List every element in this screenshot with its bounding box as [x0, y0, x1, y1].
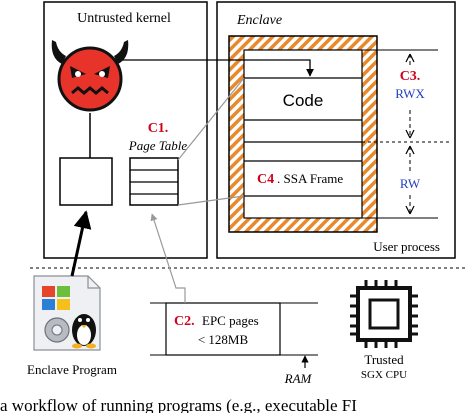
windows-logo-icon	[42, 286, 70, 310]
c3-tag: C3.	[400, 69, 421, 84]
epc-box	[165, 302, 281, 356]
pagetable-link-upper	[177, 77, 245, 161]
linux-penguin-icon	[72, 314, 96, 349]
untrusted-process-box	[59, 157, 113, 206]
epc-label: EPC pages	[202, 313, 259, 328]
c1-tag: C1.	[148, 121, 169, 136]
rw-label: RW	[400, 176, 421, 191]
c2-tag: C2.	[174, 314, 195, 329]
rwx-label: RWX	[395, 86, 425, 101]
pagetable-link-lower	[177, 195, 245, 206]
figure-caption: a workflow of running programs (e.g., ex…	[0, 396, 357, 413]
epc-to-pagetable-arrow	[150, 213, 186, 303]
page-table-icon	[129, 157, 179, 206]
untrusted-kernel-box: Untrusted kernel	[43, 1, 208, 259]
enclave-title: Enclave	[236, 13, 282, 28]
c4-tag: C4	[257, 172, 274, 187]
enclave-memory-inner	[243, 49, 363, 219]
sgx-cpu-label: SGX CPU	[361, 369, 407, 381]
cpu-chip-icon	[350, 280, 418, 348]
code-label: Code	[283, 91, 324, 110]
program-load-arrow	[70, 210, 92, 277]
user-process-label: User process	[373, 239, 440, 254]
devil-to-code-arrow	[122, 59, 314, 77]
gear-icon	[44, 317, 70, 343]
c1-label: Page Table	[128, 138, 188, 153]
trusted-label: Trusted	[364, 352, 404, 367]
c4-label: . SSA Frame	[277, 171, 343, 186]
untrusted-kernel-title: Untrusted kernel	[77, 11, 171, 26]
devil-icon	[51, 40, 129, 112]
enclave-program-label: Enclave Program	[27, 362, 117, 377]
ram-label: RAM	[284, 371, 313, 386]
epc-limit: < 128MB	[198, 332, 249, 347]
enclave-box: Enclave User process	[216, 1, 456, 259]
